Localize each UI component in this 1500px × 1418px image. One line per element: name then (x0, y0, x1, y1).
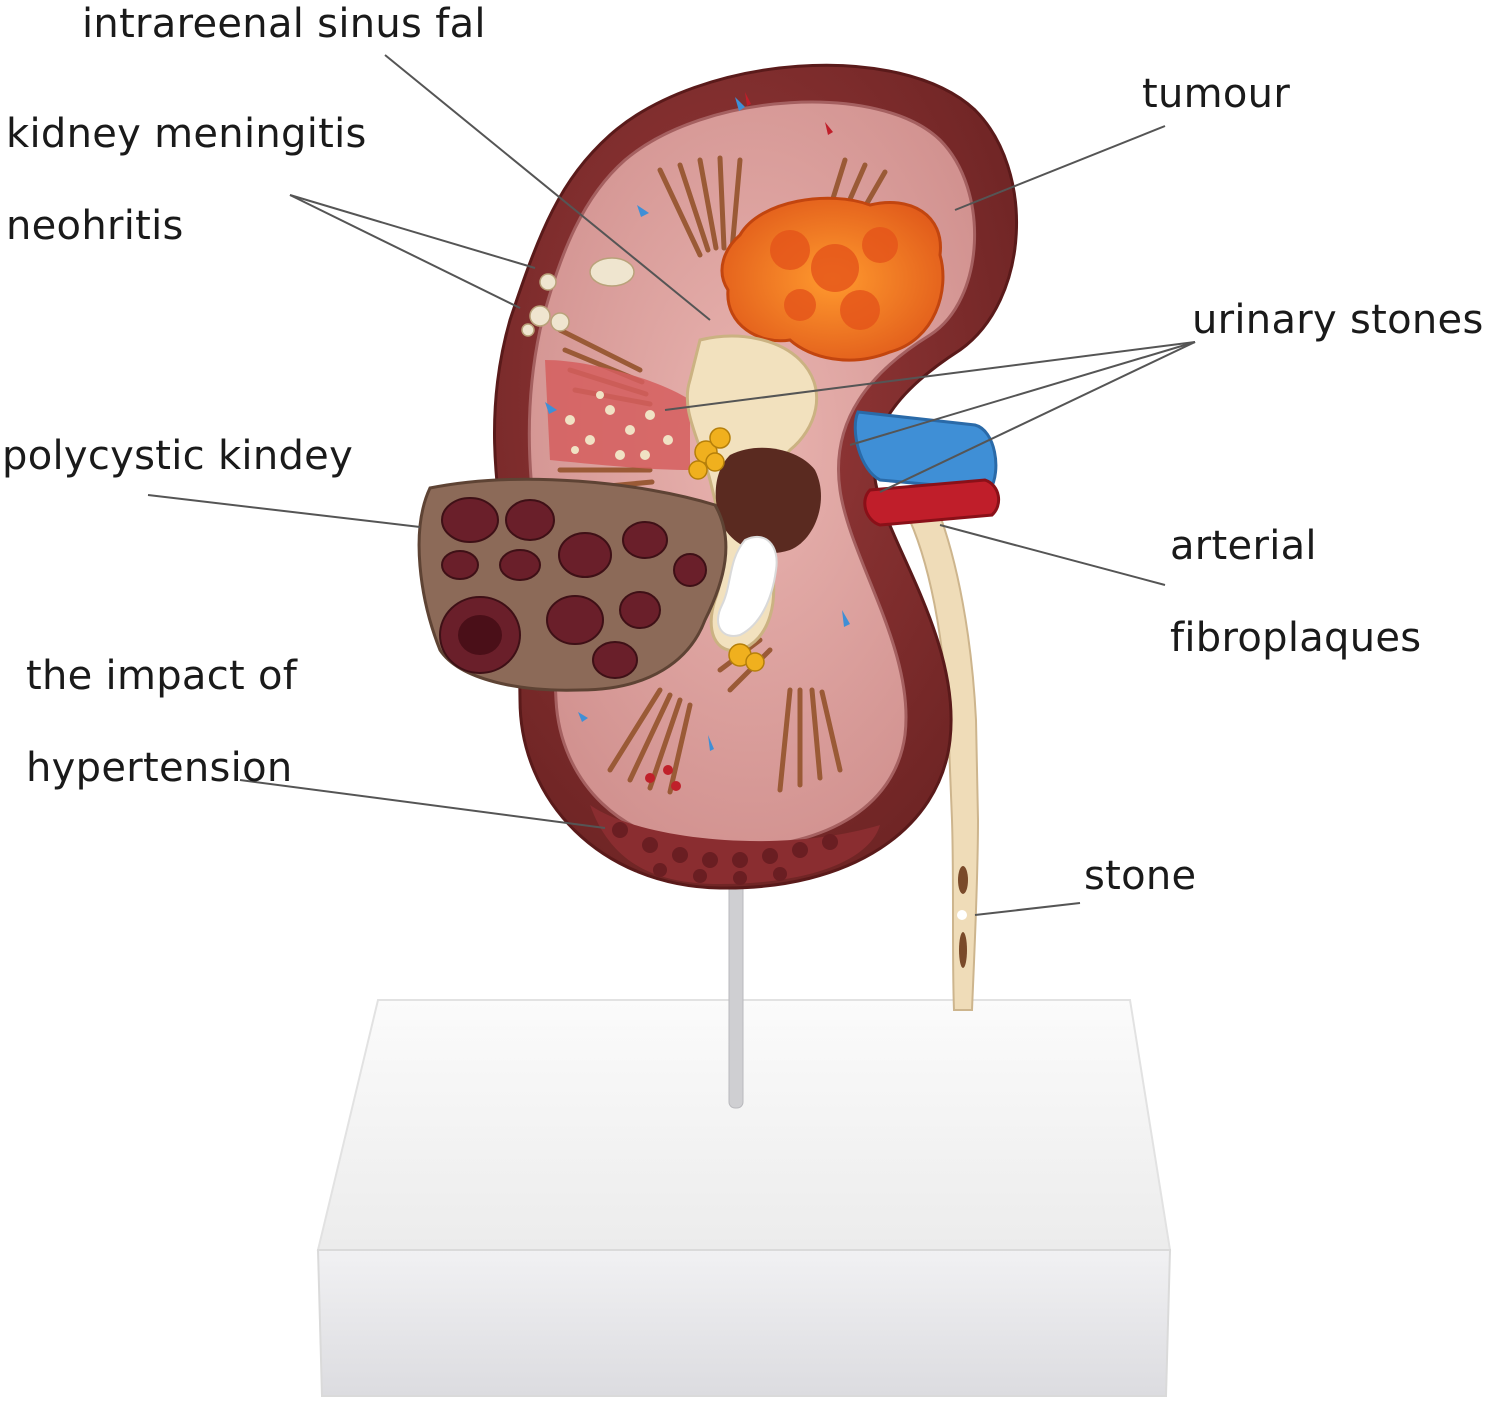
leader-neohritis-1 (289, 194, 536, 269)
leader-polycystic (147, 494, 421, 528)
leader-urinary-3 (879, 341, 1196, 493)
leader-sinus (384, 54, 711, 321)
ureter-stone-dark-2 (959, 932, 967, 968)
leader-urinary-2 (849, 341, 1196, 446)
granular-texture (612, 822, 838, 885)
renal-artery (863, 478, 1001, 527)
ureter-stone-dark (958, 866, 968, 894)
vessel-marks (545, 92, 850, 751)
kidney-cysts (439, 497, 707, 679)
tumour-lobules (770, 227, 898, 330)
label-neohritis: neohritis (6, 203, 184, 249)
cortical-nodules (521, 257, 635, 337)
white-stone (717, 535, 778, 637)
label-stone: stone (1084, 853, 1197, 899)
leader-hypertension (239, 779, 606, 829)
red-cortex-region (545, 360, 690, 470)
leader-tumour (954, 125, 1166, 211)
label-intrarenal-sinus: intrareenal sinus fal (82, 1, 486, 47)
label-tumour: tumour (1142, 71, 1291, 117)
ureter-stone (957, 910, 967, 920)
leader-arterial (939, 524, 1166, 586)
yellow-stones (688, 427, 765, 672)
label-hypertension-line1: the impact of (26, 653, 298, 699)
label-polycystic-kidney: polycystic kindey (2, 433, 354, 479)
stand-base (316, 999, 1172, 1397)
leader-urinary-1 (664, 341, 1196, 411)
label-arterial-line2: fibroplaques (1170, 615, 1422, 661)
label-urinary-stones: urinary stones (1192, 297, 1484, 343)
leader-neohritis-2 (289, 194, 521, 309)
large-cyst-core (458, 615, 502, 655)
leader-stone (974, 902, 1081, 916)
leader-lines (147, 54, 1196, 916)
renal-vein (853, 410, 998, 492)
label-arterial-line1: arterial (1170, 523, 1317, 569)
label-kidney-meningitis: kidney meningitis (6, 111, 367, 157)
red-dots (645, 765, 681, 791)
renal-hilum-cavity (715, 447, 821, 554)
label-hypertension-line2: hypertension (26, 745, 293, 791)
cortex-dots (565, 391, 673, 460)
